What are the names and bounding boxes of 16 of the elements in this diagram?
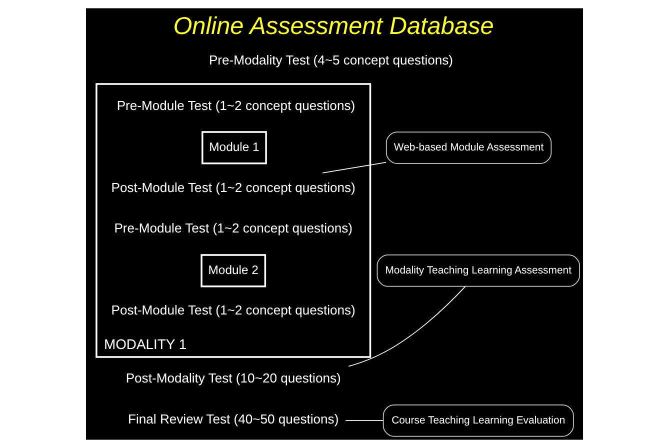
node-text: Post-Module Test (1~2 concept questions)	[110, 180, 355, 195]
connector	[348, 286, 466, 367]
node-box: Module 1	[201, 131, 266, 164]
node-box: Course Teaching Learning Evaluation	[382, 404, 574, 437]
connector	[344, 420, 384, 422]
node-box: Modality Teaching Learning Assessment	[376, 254, 580, 287]
node-text: Final Review Test (40~50 questions)	[128, 412, 338, 427]
node-text: Post-Modality Test (10~20 questions)	[125, 370, 340, 386]
node-text: Post-Module Test (1~2 concept questions)	[110, 302, 355, 318]
node-box: Web-based Module Assessment	[385, 132, 552, 164]
node-text: Pre-Modality Test (4~5 concept questions)	[208, 52, 453, 68]
node-text: Pre-Module Test (1~2 concept questions)	[116, 98, 355, 113]
diagram-title: Online Assessment Database	[172, 12, 494, 40]
node-text: Pre-Module Test (1~2 concept questions)	[114, 220, 352, 236]
connector	[322, 162, 386, 174]
node-box: Module 2	[200, 254, 266, 288]
